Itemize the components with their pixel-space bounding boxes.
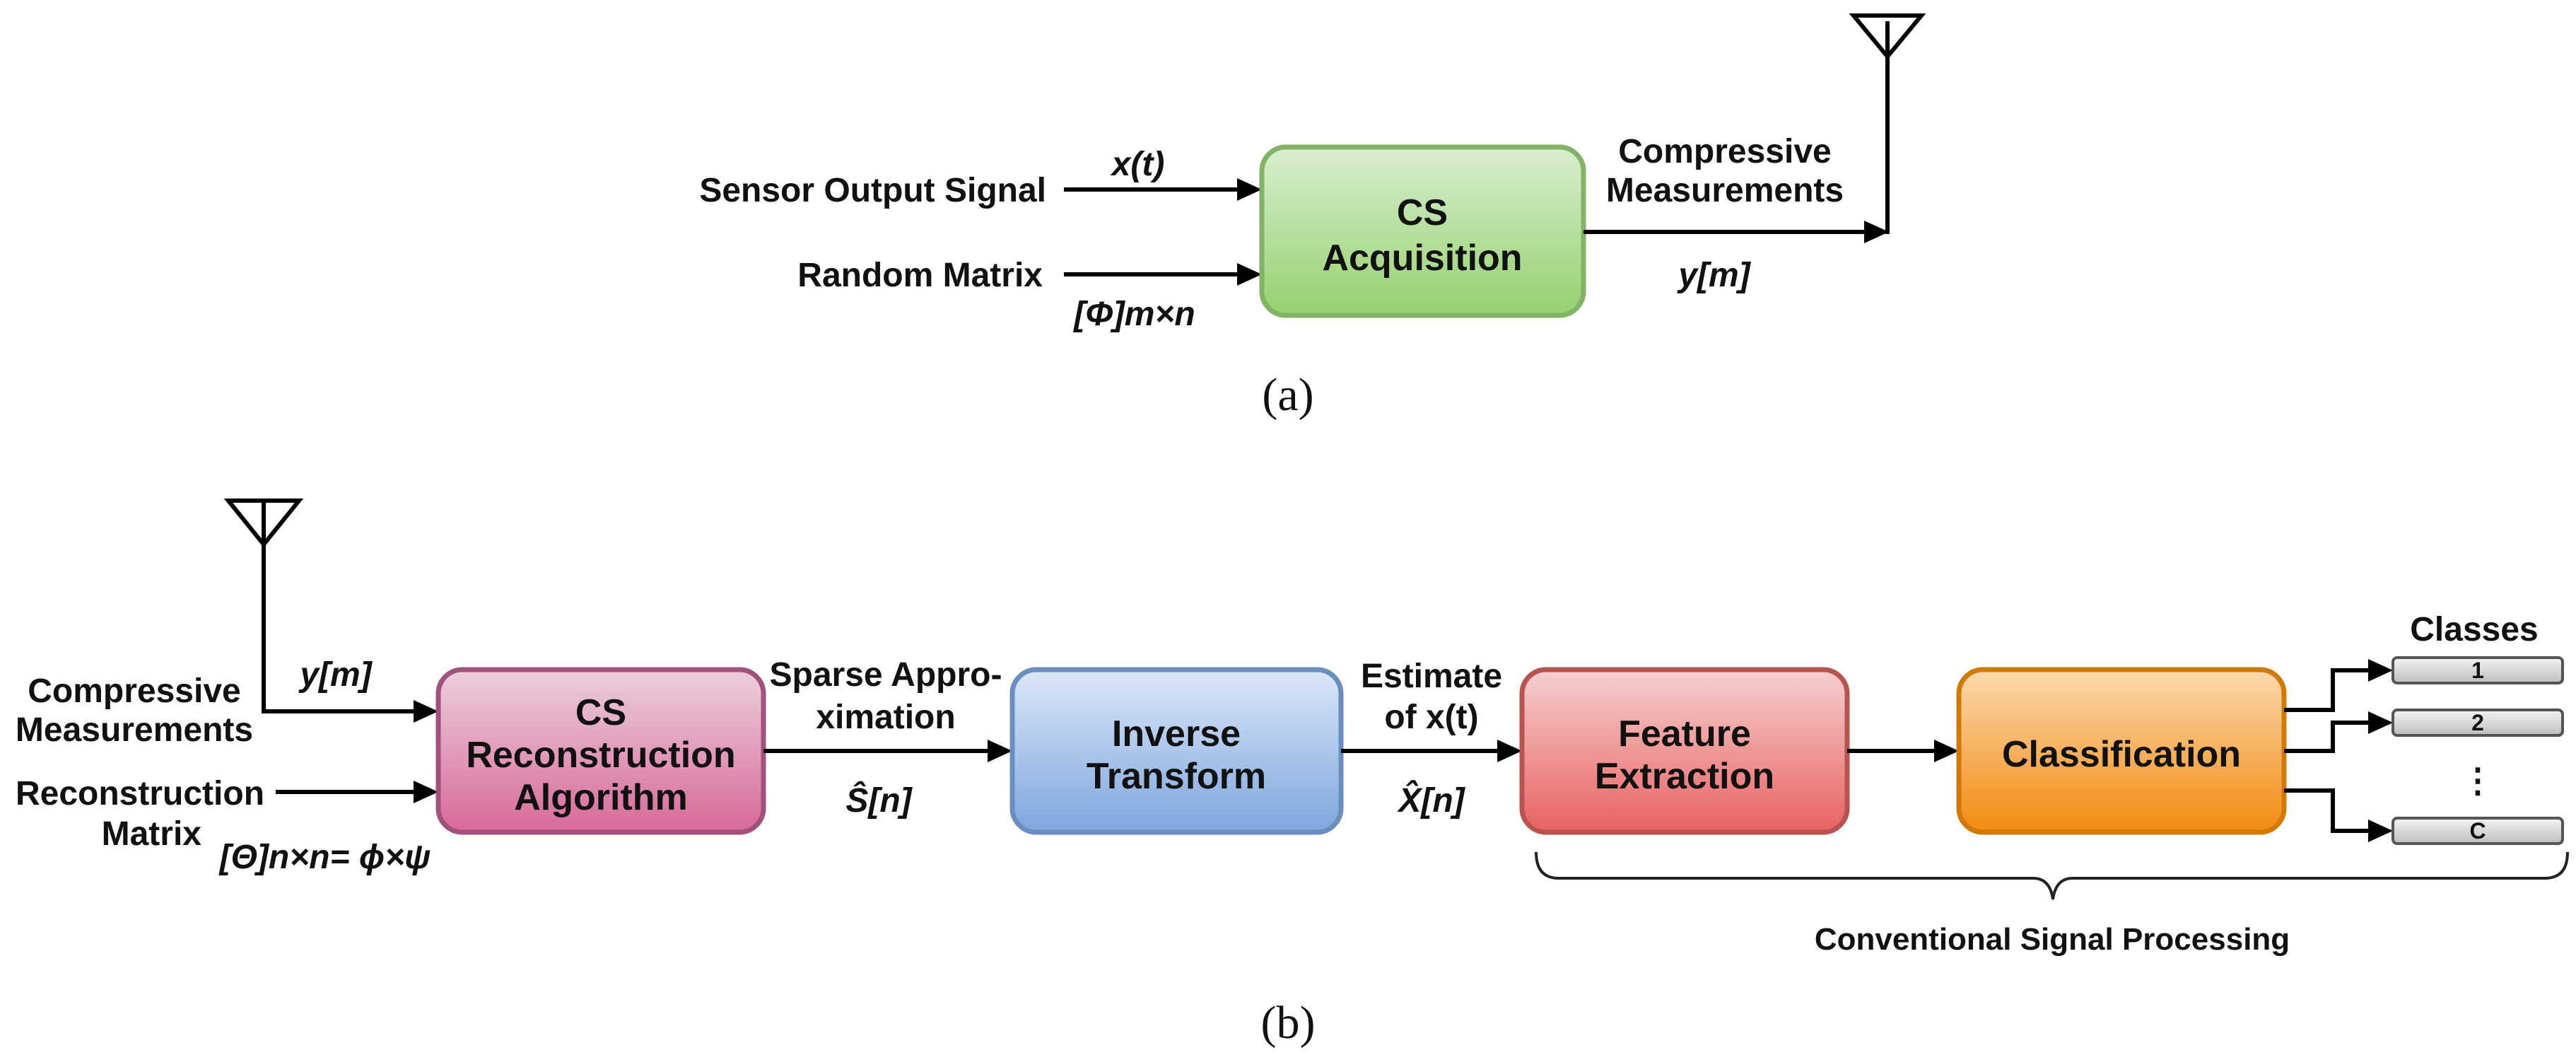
panel-b: y[m] Compressive Measurements Reconstruc… <box>16 499 2569 1049</box>
class-slot-c <box>2391 817 2564 845</box>
cs-reconstruction-line1: CS <box>575 692 626 733</box>
arrowhead <box>1237 263 1262 286</box>
antenna-icon <box>1849 13 1926 60</box>
class-ellipsis: ⋮ <box>2461 762 2495 800</box>
estimate-line2: of x(t) <box>1384 699 1478 736</box>
arrowhead <box>2368 711 2393 734</box>
arrowhead <box>414 700 438 723</box>
output-symbol: y[m] <box>1677 257 1751 294</box>
class-label-2: 2 <box>2471 710 2484 735</box>
arrowhead <box>1864 221 1889 243</box>
arrow-to-class-1 <box>2284 668 2370 712</box>
conventional-processing-label: Conventional Signal Processing <box>1815 922 2290 957</box>
arrowhead <box>414 781 438 803</box>
reconstruction-matrix-line1: Reconstruction <box>16 775 264 812</box>
arrowhead <box>1497 740 1522 762</box>
reconstruction-matrix-symbol: [Θ]n×n= ϕ×ψ <box>218 839 431 876</box>
compressive-measurements-line1: Compressive <box>28 672 240 710</box>
input-symbol: y[m] <box>298 656 373 694</box>
compressive-measurements-line1: Compressive <box>1618 133 1831 170</box>
arrowhead <box>988 740 1012 762</box>
arrow-to-class-2 <box>2284 721 2370 753</box>
estimate-symbol: X̂[n] <box>1396 781 1465 820</box>
sparse-approximation-line1: Sparse Appro- <box>770 656 1002 694</box>
class-label-1: 1 <box>2471 658 2484 683</box>
class-label-c: C <box>2469 818 2486 844</box>
cs-acquisition-line2: Acquisition <box>1322 238 1522 279</box>
reconstruction-matrix-line2: Matrix <box>102 815 202 853</box>
arrowhead <box>1934 740 1959 762</box>
estimate-line1: Estimate <box>1361 658 1502 695</box>
random-matrix-symbol: [Φ]m×n <box>1072 296 1195 333</box>
arrow-to-class-c <box>2284 788 2370 833</box>
arrowhead <box>1237 178 1262 201</box>
feature-extraction-line2: Extraction <box>1595 756 1774 797</box>
feature-extraction-line1: Feature <box>1618 713 1751 754</box>
compressive-measurements-line2: Measurements <box>1606 172 1844 209</box>
random-matrix-label: Random Matrix <box>797 257 1043 294</box>
cs-reconstruction-line3: Algorithm <box>514 777 688 818</box>
inverse-transform-line1: Inverse <box>1112 713 1241 754</box>
classification-label: Classification <box>2002 734 2241 775</box>
arrowhead <box>2368 820 2393 842</box>
sparse-approximation-line2: ximation <box>816 699 955 736</box>
compressive-measurements-line2: Measurements <box>16 711 253 749</box>
conventional-processing-brace <box>1535 851 2569 900</box>
sparse-symbol: Ŝ[n] <box>845 781 913 820</box>
caption-a: (a) <box>1262 369 1313 421</box>
signal-symbol: x(t) <box>1110 146 1165 183</box>
caption-b: (b) <box>1261 997 1316 1049</box>
class-slot-1 <box>2391 656 2564 684</box>
cs-acquisition-line1: CS <box>1397 192 1448 233</box>
class-slot-2 <box>2391 709 2564 737</box>
classes-title: Classes <box>2410 611 2538 648</box>
cs-reconstruction-line2: Reconstruction <box>466 735 735 776</box>
sensor-output-signal-label: Sensor Output Signal <box>699 172 1046 209</box>
arrowhead <box>2368 659 2393 682</box>
inverse-transform-line2: Transform <box>1087 756 1266 797</box>
panel-a: Sensor Output Signal x(t) Random Matrix … <box>699 13 1926 421</box>
